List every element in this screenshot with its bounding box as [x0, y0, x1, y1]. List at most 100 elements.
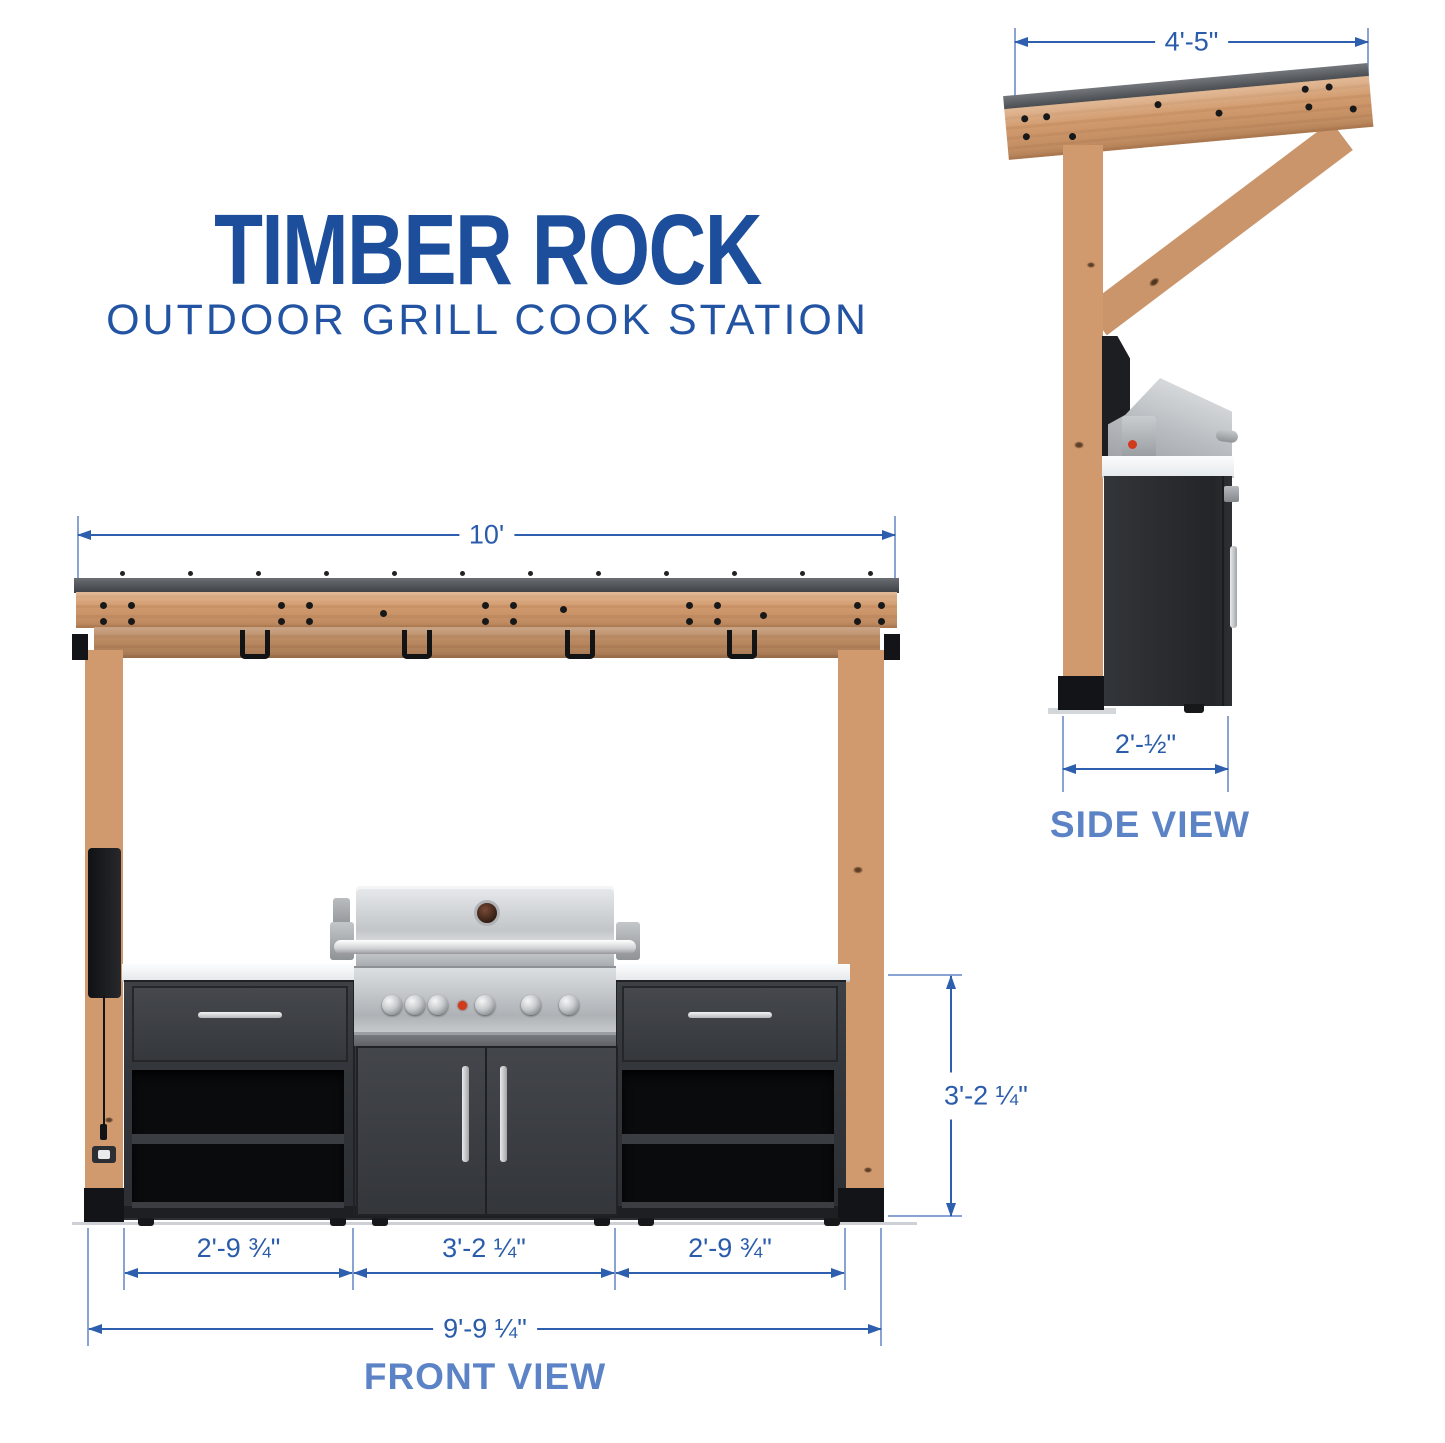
ground-plate-side — [1048, 708, 1116, 714]
left-post-bracket — [72, 634, 88, 660]
beam-bolt — [1020, 114, 1029, 123]
beam-bolt — [854, 618, 861, 625]
beam-bolt — [686, 602, 693, 609]
beam-bolt — [278, 618, 285, 625]
extension-line — [614, 1228, 616, 1290]
arrowhead-right-icon — [868, 1324, 882, 1334]
grill-knob — [428, 995, 448, 1015]
extension-line — [1367, 28, 1369, 76]
hood-thermometer — [474, 900, 500, 926]
outlet-face — [98, 1150, 110, 1159]
dimension-overall-base-width: 9'-9 ¼" — [88, 1313, 882, 1345]
beam-hook — [402, 630, 432, 659]
power-cord — [103, 996, 105, 1128]
rear-beam-front — [94, 627, 880, 658]
electrical-box — [88, 848, 121, 998]
cabinet-foot-side — [1184, 704, 1204, 713]
dimension-label-right-section: 2'-9 ¾" — [688, 1233, 772, 1263]
cabinet-foot — [594, 1218, 610, 1226]
knee-brace-side — [1085, 121, 1353, 336]
left-drawer-handle — [198, 1012, 282, 1018]
right-shelf-lip — [622, 1202, 834, 1208]
grill-knob — [405, 995, 425, 1015]
dimension-overall-width: 10' — [77, 519, 896, 551]
cabinet-foot — [638, 1218, 654, 1226]
grill-knob — [521, 995, 541, 1015]
front-view-label: FRONT VIEW — [363, 1356, 607, 1397]
roof-cap-screw — [120, 571, 125, 576]
roof-cap-front — [74, 578, 899, 593]
extension-line — [894, 516, 896, 588]
extension-line — [1014, 28, 1016, 104]
extension-line — [880, 1228, 882, 1346]
arrowhead-left-icon — [77, 530, 91, 540]
side-view-label: SIDE VIEW — [1049, 804, 1251, 845]
beam-bolt — [510, 602, 517, 609]
beam-bolt — [1154, 100, 1162, 109]
grill-door-handle-right — [500, 1066, 507, 1162]
beam-bolt — [1305, 103, 1313, 111]
roof-cap-screw — [392, 571, 397, 576]
dimension-left-section: 2'-9 ¾" — [124, 1233, 353, 1278]
roof-cap-screw — [664, 571, 669, 576]
beam-bolt — [760, 612, 767, 619]
right-open-shelves — [622, 1070, 834, 1208]
grill-hood — [356, 886, 614, 966]
roof-cap-screw — [528, 571, 533, 576]
arrowhead-left-icon — [1062, 764, 1076, 774]
cabinet-seam-left — [353, 982, 355, 1216]
dimension-label-counter-height: 3'-2 ¼" — [940, 1072, 1032, 1120]
arrowhead-right-icon — [1355, 37, 1369, 47]
arrowhead-down-icon — [946, 1203, 956, 1217]
grill-knob — [559, 995, 579, 1015]
grill-door-handle-left — [462, 1066, 469, 1162]
rotisserie-motor — [333, 898, 350, 928]
arrowhead-left-icon — [1014, 37, 1028, 47]
grill-knob — [382, 995, 402, 1015]
beam-bolt — [854, 602, 861, 609]
dimension-label-center-section: 3'-2 ¼" — [442, 1233, 526, 1263]
right-drawer — [622, 986, 838, 1062]
cabinet-handle-side — [1230, 546, 1237, 628]
extension-line — [352, 1228, 354, 1290]
cabinet-foot — [138, 1218, 154, 1226]
grill-knob — [475, 995, 495, 1015]
beam-bolt — [306, 602, 313, 609]
beam-bolt — [1022, 132, 1031, 141]
beam-bolt — [714, 602, 721, 609]
left-drawer — [132, 986, 348, 1062]
cabinet-foot — [824, 1218, 840, 1226]
roof-cap-screw — [256, 571, 261, 576]
beam-bolt — [1215, 109, 1223, 117]
extension-line — [123, 1228, 125, 1290]
roof-cap-screw — [188, 571, 193, 576]
page-subtitle: OUTDOOR GRILL COOK STATION — [106, 296, 869, 344]
left-open-shelves — [132, 1070, 344, 1208]
beam-bolt — [560, 606, 567, 613]
beam-bolt — [128, 602, 135, 609]
roof-cap-screw — [324, 571, 329, 576]
dimension-label-base-depth: 2'-½" — [1114, 729, 1177, 759]
roof-cap-screw — [460, 571, 465, 576]
side-post-base-bracket — [1058, 676, 1104, 710]
arrowhead-right-icon — [882, 530, 896, 540]
beam-bolt — [278, 602, 285, 609]
arrowhead-right-icon — [601, 1268, 615, 1278]
arrowhead-left-icon — [124, 1268, 138, 1278]
extension-line — [888, 1215, 962, 1217]
beam-hook — [727, 630, 757, 659]
ignition-indicator-light — [458, 1001, 467, 1010]
beam-bolt — [686, 618, 693, 625]
right-drawer-handle — [688, 1012, 772, 1018]
outlet-plate — [92, 1146, 116, 1163]
extension-line — [888, 974, 962, 976]
roof-cap-screw — [800, 571, 805, 576]
arrowhead-right-icon — [1215, 764, 1229, 774]
extension-line — [87, 1228, 89, 1346]
arrowhead-right-icon — [339, 1268, 353, 1278]
dimension-label-roof-depth: 4'-5" — [1154, 26, 1229, 58]
dimension-counter-height: 3'-2 ¼" — [940, 975, 1032, 1217]
dimension-base-depth: 2'-½" — [1062, 729, 1229, 774]
beam-bolt — [306, 618, 313, 625]
